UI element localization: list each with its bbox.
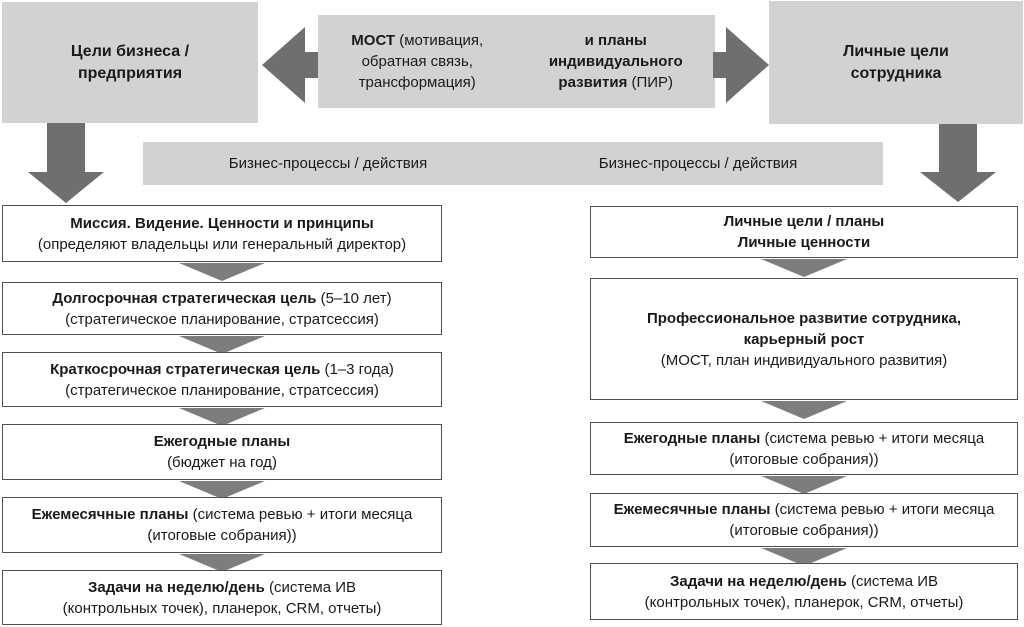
chevron-down-icon <box>761 476 847 494</box>
process-bar: Бизнес-процессы / действия Бизнес-процес… <box>143 142 883 185</box>
flow-box-personal-goals-values: Личные цели / планы Личные ценности <box>590 206 1018 258</box>
flow-box-professional-development: Профессиональное развитие сотрудника, ка… <box>590 278 1018 400</box>
arrow-right-icon <box>713 27 769 103</box>
flow-box-shortterm-goal: Краткосрочная стратегическая цель (1–3 г… <box>2 352 442 407</box>
flow-box-mission-vision: Миссия. Видение. Ценности и принципы (оп… <box>2 205 442 262</box>
flow-box-longterm-goal: Долгосрочная стратегическая цель (5–10 л… <box>2 282 442 335</box>
arrow-down-right-icon <box>920 124 996 202</box>
flow-box-monthly-plans: Ежемесячные планы (система ревью + итоги… <box>2 497 442 553</box>
business-goals-line: предприятия <box>77 64 183 82</box>
flow-box-annual-plans: Ежегодные планы (бюджет на год) <box>2 424 442 480</box>
chevron-down-icon <box>761 548 847 566</box>
flow-box-weekly-tasks-personal: Задачи на неделю/день (система ИВ (контр… <box>590 563 1018 620</box>
business-goals-line: Цели бизнеса / <box>70 42 190 60</box>
arrow-down-left-icon <box>28 123 104 203</box>
personal-goals-line: Личные цели <box>843 42 949 60</box>
bridge-right-text: и планы индивидуального развития (ПИР) <box>548 32 683 91</box>
personal-goals-line: сотрудника <box>850 64 942 82</box>
chevron-down-icon <box>761 401 847 419</box>
flow-box-annual-plans-personal: Ежегодные планы (система ревью + итоги м… <box>590 422 1018 475</box>
business-goals-box: Цели бизнеса / предприятия <box>2 2 258 123</box>
chevron-down-icon <box>179 336 265 354</box>
chevron-down-icon <box>179 554 265 572</box>
bridge-box: МОСТ (мотивация, обратная связь, трансфо… <box>318 15 715 108</box>
process-bar-label-left: Бизнес-процессы / действия <box>228 154 428 172</box>
process-bar-label-right: Бизнес-процессы / действия <box>598 154 798 172</box>
personal-goals-box: Личные цели сотрудника <box>769 1 1023 124</box>
arrow-left-icon <box>262 27 318 103</box>
flow-box-weekly-tasks: Задачи на неделю/день (система ИВ (контр… <box>2 570 442 625</box>
chevron-down-icon <box>179 408 265 426</box>
chevron-down-icon <box>179 263 265 281</box>
bridge-left-text: МОСТ (мотивация, обратная связь, трансфо… <box>351 32 484 91</box>
chevron-down-icon <box>179 481 265 499</box>
chevron-down-icon <box>761 259 847 277</box>
flow-box-monthly-plans-personal: Ежемесячные планы (система ревью + итоги… <box>590 493 1018 547</box>
